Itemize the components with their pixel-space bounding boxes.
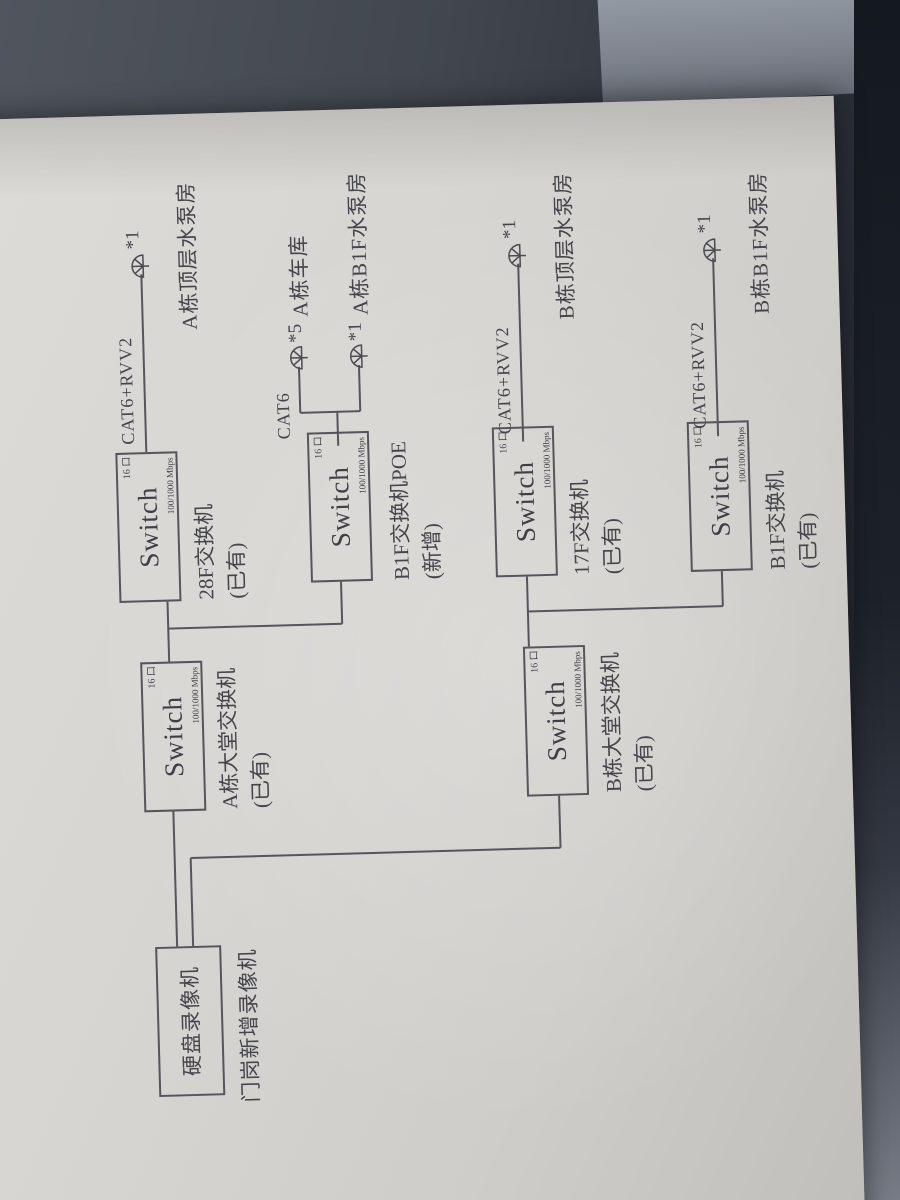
- status-text: (已有): [223, 542, 250, 599]
- location-label-b1f: B栋B1F水泵房: [745, 171, 774, 315]
- switch-title: Switch: [131, 486, 165, 569]
- switch-box-b-lobby: Switch 16 口 100/1000 Mbps: [522, 644, 590, 797]
- cable-line: [190, 846, 561, 860]
- cable-line: [720, 571, 724, 607]
- cable-label-b1f-poe: CAT6: [272, 392, 295, 440]
- status-text: (已有): [631, 735, 657, 792]
- switch-title: Switch: [703, 455, 736, 538]
- caption-text: 28F交换机: [191, 503, 219, 600]
- camera-count-17f: *1: [498, 219, 521, 240]
- caption-text: 17F交换机: [567, 479, 594, 576]
- cable-line: [168, 622, 343, 630]
- switch-speed-note: 100/1000 Mbps: [572, 651, 584, 709]
- cable-label-28f: CAT6+RVV2: [115, 336, 139, 445]
- caption-17f: 17F交换机 (已有): [564, 478, 629, 575]
- switch-ports-note: 16 口: [312, 436, 325, 459]
- switch-ports-note: 16 口: [121, 456, 134, 480]
- switch-speed-note: 100/1000 Mbps: [189, 666, 201, 724]
- switch-title: Switch: [508, 460, 541, 543]
- switch-box-28f: Switch 16 口 100/1000 Mbps: [115, 451, 182, 603]
- caption-text: B栋大堂交换机: [598, 651, 626, 793]
- camera-icon: [286, 345, 309, 372]
- dvr-note: 门岗新增录像机: [235, 948, 264, 1103]
- cable-line: [527, 605, 723, 613]
- cable-line: [189, 858, 195, 947]
- caption-b-lobby: B栋大堂交换机 (已有): [595, 651, 661, 793]
- caption-a-lobby: A栋大堂交换机 (已有): [211, 666, 277, 809]
- status-text: (已有): [247, 751, 274, 809]
- cable-label-b1f: CAT6+RVV2: [686, 320, 710, 429]
- switch-ports-note: 16 口: [497, 430, 510, 454]
- cable-line: [357, 365, 362, 412]
- switch-box-a-lobby: Switch 16 口 100/1000 Mbps: [140, 660, 207, 813]
- cable-line: [558, 795, 562, 848]
- camera-count-garage: *5: [284, 323, 307, 344]
- cable-line: [336, 411, 340, 446]
- camera-count-28f: *1: [122, 230, 144, 250]
- cable-line: [297, 366, 302, 413]
- cable-line: [140, 274, 148, 453]
- dvr-label: 硬盘录像机: [177, 965, 205, 1077]
- cable-line: [300, 410, 361, 414]
- caption-b1f-poe: B1F交换机POE (新增): [383, 440, 449, 581]
- switch-title: Switch: [156, 695, 189, 778]
- switch-box-b1f-poe: Switch 16 口 100/1000 Mbps: [306, 430, 373, 583]
- paper: 硬盘录像机 门岗新增录像机 Switch 16 口 100/1000 Mbps …: [0, 95, 867, 1200]
- switch-box-17f: Switch 16 口 100/1000 Mbps: [491, 425, 558, 578]
- caption-text: B1F交换机: [763, 470, 790, 570]
- switch-ports-note: 16 口: [146, 665, 158, 689]
- location-label-28f: A栋顶层水泵房: [173, 181, 202, 331]
- camera-icon: [346, 343, 369, 370]
- location-label-a-b1f-pump: A栋B1F水泵房: [344, 171, 373, 316]
- location-label-17f: B栋顶层水泵房: [550, 172, 579, 320]
- camera-count-b1f: *1: [693, 214, 716, 234]
- camera-icon: [505, 242, 528, 269]
- switch-ports-note: 16 口: [529, 650, 541, 674]
- switch-box-b1f: Switch 16 口 100/1000 Mbps: [686, 420, 753, 572]
- cable-line: [517, 263, 525, 442]
- camera-icon: [700, 237, 723, 264]
- cable-line: [166, 601, 171, 662]
- switch-speed-note: 100/1000 Mbps: [355, 436, 368, 495]
- status-text: (已有): [599, 517, 625, 575]
- cable-line: [172, 811, 179, 947]
- switch-speed-note: 100/1000 Mbps: [540, 431, 553, 489]
- camera-icon: [128, 253, 151, 280]
- switch-ports-note: 16 口: [692, 425, 705, 449]
- location-label-garage: A栋车库: [286, 234, 313, 318]
- background-edge: [854, 0, 900, 1200]
- caption-text: B1F交换机POE: [386, 440, 414, 581]
- status-text: (已有): [795, 512, 821, 570]
- switch-title: Switch: [539, 679, 572, 762]
- status-text: (新增): [419, 522, 445, 580]
- switch-speed-note: 100/1000 Mbps: [735, 426, 748, 484]
- switch-title: Switch: [323, 465, 356, 548]
- cable-line: [340, 581, 344, 624]
- dvr-box: 硬盘录像机: [155, 945, 226, 1098]
- cable-line: [712, 258, 720, 437]
- caption-28f: 28F交换机 (已有): [189, 503, 254, 600]
- caption-b1f: B1F交换机 (已有): [760, 469, 825, 570]
- cable-label-17f: CAT6+RVV2: [491, 326, 515, 435]
- caption-text: A栋大堂交换机: [214, 667, 243, 810]
- switch-speed-note: 100/1000 Mbps: [164, 457, 177, 515]
- camera-count-a-b1f-pump: *1: [344, 321, 367, 342]
